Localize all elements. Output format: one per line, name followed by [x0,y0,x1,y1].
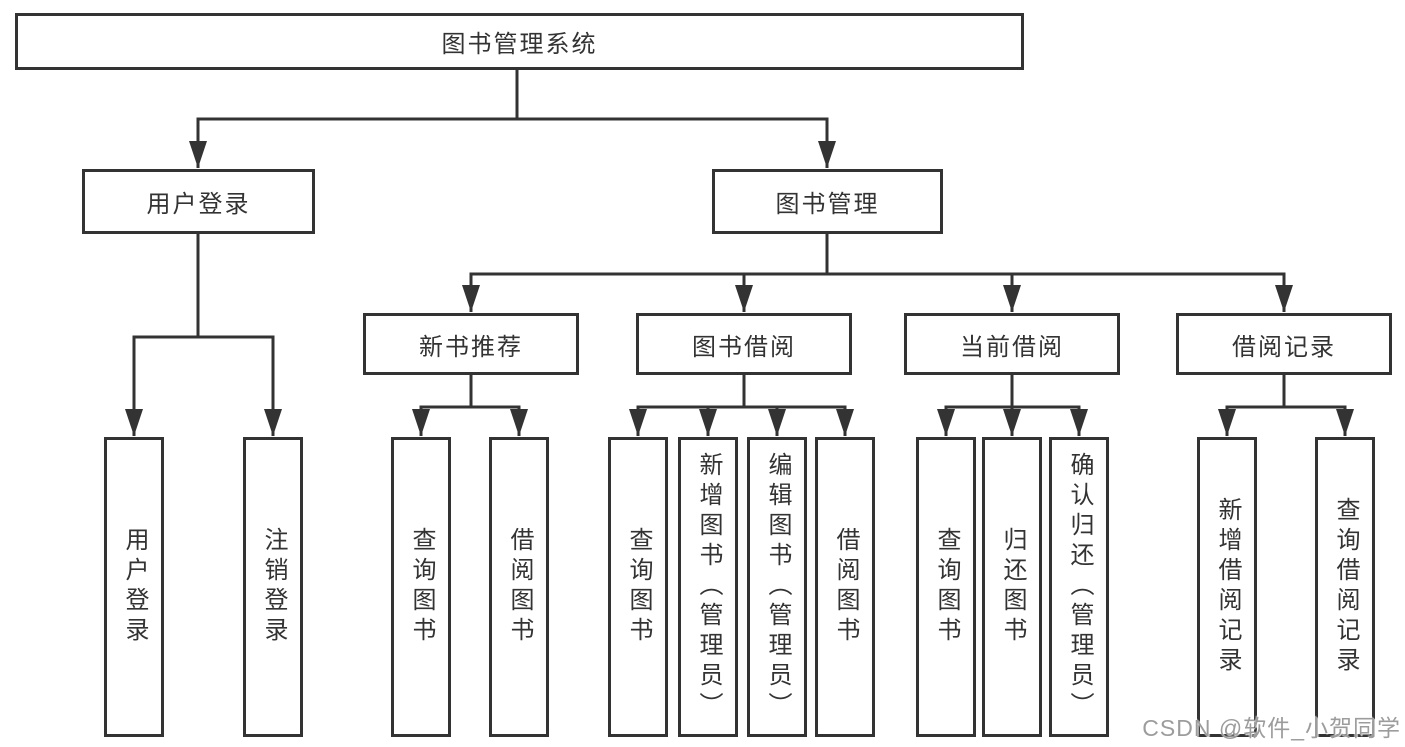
leaf-edit-book-admin: 编辑图书（管理员） [747,437,807,737]
leaf-query-books-borrow: 查询图书 [608,437,668,737]
leaf-add-book-admin: 新增图书（管理员） [678,437,738,737]
leaf-user-login: 用户登录 [104,437,164,737]
leaf-add-borrow-record: 新增借阅记录 [1197,437,1257,737]
leaf-borrow-books: 借阅图书 [815,437,875,737]
node-current-borrow: 当前借阅 [904,313,1120,375]
leaf-query-borrow-record: 查询借阅记录 [1315,437,1375,737]
leaf-logout: 注销登录 [243,437,303,737]
leaf-query-books-current: 查询图书 [916,437,976,737]
leaf-borrow-books-recommend: 借阅图书 [489,437,549,737]
watermark-text: CSDN @软件_小贺同学 [1142,715,1401,741]
leaf-confirm-return-admin: 确认归还（管理员） [1049,437,1109,737]
node-user-login: 用户登录 [82,169,315,234]
node-borrow-records: 借阅记录 [1176,313,1392,375]
node-book-management: 图书管理 [712,169,943,234]
leaf-return-book: 归还图书 [982,437,1042,737]
node-book-borrow: 图书借阅 [636,313,852,375]
node-library-system: 图书管理系统 [15,13,1024,70]
node-new-book-recommend: 新书推荐 [363,313,579,375]
leaf-query-books-recommend: 查询图书 [391,437,451,737]
